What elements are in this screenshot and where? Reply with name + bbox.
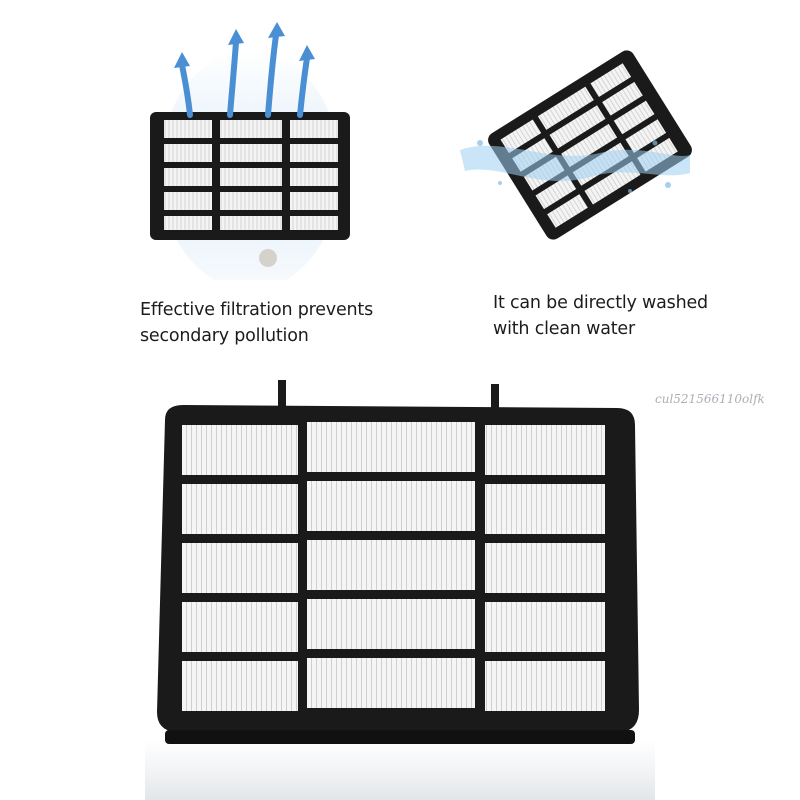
washable-caption-line1: It can be directly washed [493, 293, 708, 313]
main-filter-image [145, 380, 655, 800]
filtration-caption-line1: Effective filtration prevents [140, 300, 374, 320]
filtration-caption: Effective filtration prevents secondary … [140, 297, 373, 349]
washable-caption-line2: with clean water [493, 319, 635, 339]
watermark-text: cul521566110olfk [655, 392, 765, 406]
airflow-filter-image [140, 20, 360, 280]
washable-caption: It can be directly washed with clean wat… [493, 290, 708, 342]
filtration-caption-line2: secondary pollution [140, 326, 309, 346]
washable-filter-image [440, 45, 700, 265]
